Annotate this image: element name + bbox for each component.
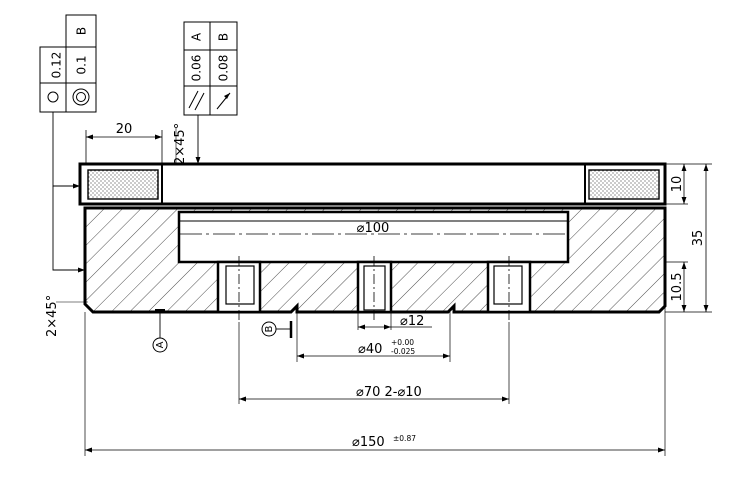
bolt-hole-left-inner (225, 265, 255, 305)
tol-left-leader (52, 112, 80, 189)
dim-base-height: 10.5 (670, 273, 685, 302)
tol-left-value-2: 0.1 (75, 55, 89, 74)
dim-flange-thickness: 10 (670, 176, 685, 193)
dim-chamfer-bottom: 2×45° (45, 295, 60, 337)
datum-a: A (152, 309, 168, 353)
datum-b-label: B (264, 325, 275, 332)
tol-left-datum-2: B (75, 27, 89, 35)
datum-a-label: A (155, 341, 166, 348)
tol-right-datum-1: A (190, 32, 204, 41)
concentricity-icon (72, 88, 90, 106)
dim-total-height: 35 (691, 230, 706, 247)
dim-bore-diameter: ⌀100 (357, 221, 390, 236)
dim-bolt-circle: ⌀70 2-⌀10 (356, 385, 422, 400)
center-hole (356, 260, 393, 314)
tol-left-value-1: 0.12 (50, 52, 64, 79)
right-insert (588, 169, 660, 200)
dim-boss-tol-lower: -0.025 (391, 347, 415, 356)
dim-hole-small: ⌀12 (400, 314, 424, 329)
center-hole-inner (363, 265, 386, 311)
dim-overall-diameter: ⌀150 (352, 435, 385, 450)
left-insert (87, 169, 159, 200)
dim-boss-tol-upper: +0.00 (391, 338, 414, 347)
datum-b: B (261, 321, 293, 338)
tol-right-value-1: 0.06 (190, 55, 204, 82)
dim-flange-offset: 20 (116, 122, 133, 137)
dim-boss-diameter: ⌀40 (358, 342, 382, 357)
tolerance-frame-right: A 0.06 B 0.08 (183, 21, 238, 164)
parallelism-icon (188, 90, 205, 111)
tol-left-leader-2 (52, 186, 85, 273)
dim-chamfer-top: 2×45° (173, 123, 188, 165)
part-body (78, 162, 667, 322)
bolt-hole-right-inner (493, 265, 523, 305)
dim-overall-tol: ±0.87 (393, 434, 416, 443)
circular-runout-icon (216, 92, 231, 110)
top-plate (78, 162, 667, 206)
roundness-icon (47, 91, 59, 103)
tolerance-frame-left: 0.12 B 0.1 (39, 14, 97, 273)
bore-recess (177, 210, 570, 264)
dimensions: 20 2×45° 2×45° ⌀100 ⌀12 ⌀40 +0.00 -0.025… (45, 122, 712, 456)
tol-right-datum-2: B (217, 33, 231, 41)
tol-right-value-2: 0.08 (217, 55, 231, 82)
